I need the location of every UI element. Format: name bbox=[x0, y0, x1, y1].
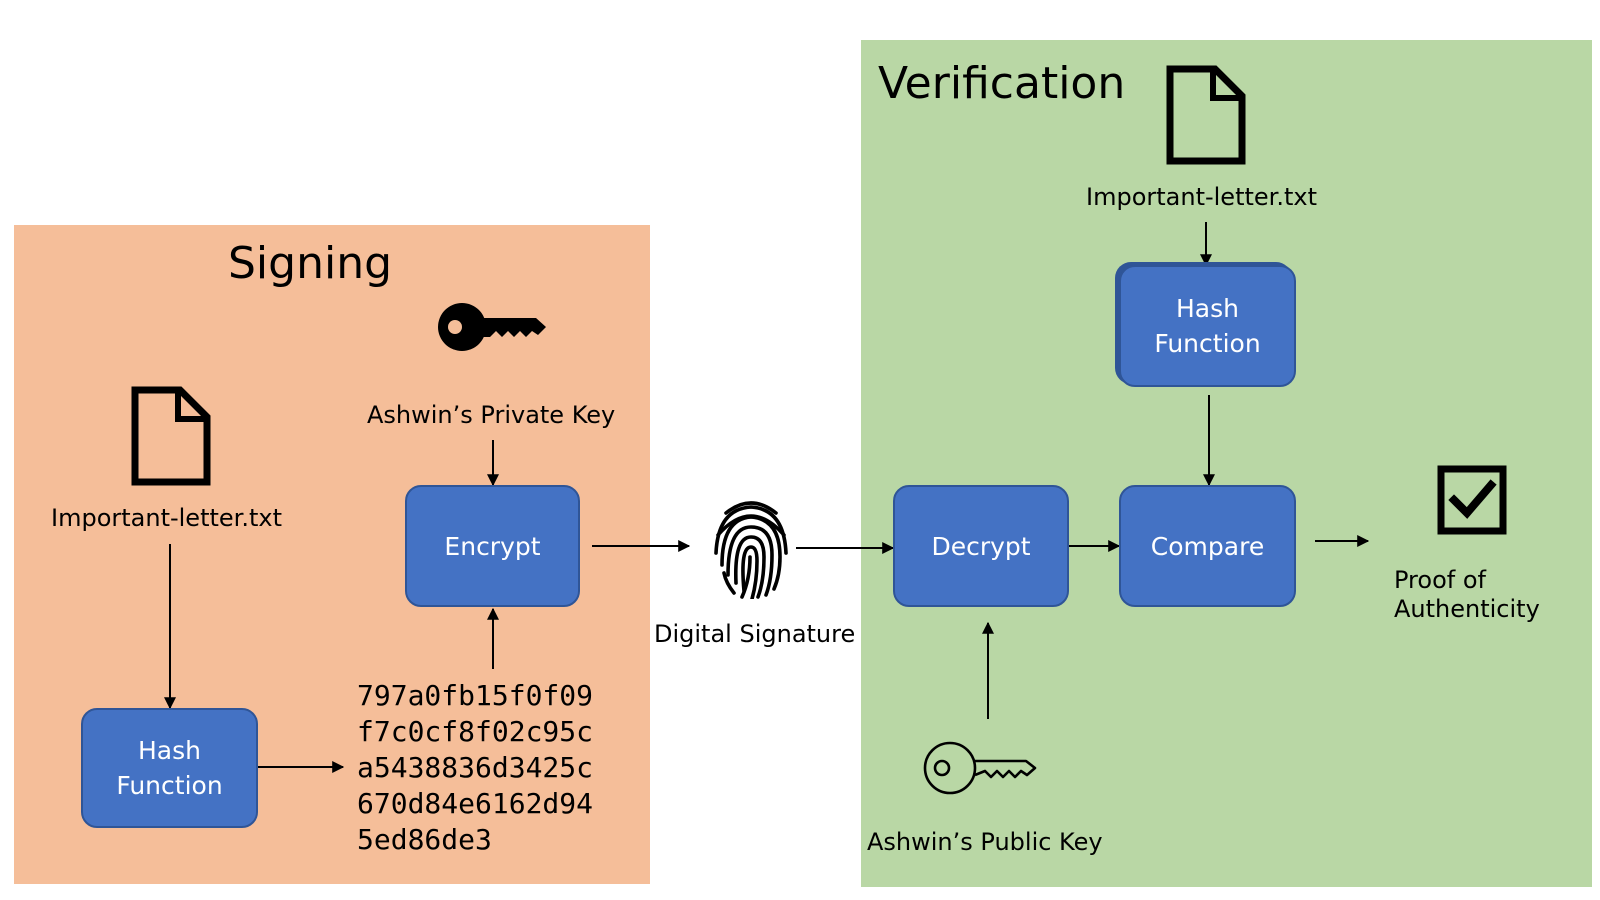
decrypt-label: Decrypt bbox=[931, 531, 1031, 561]
key-outline-icon bbox=[923, 741, 1037, 795]
verification-hash-function-box: Hash Function bbox=[1119, 265, 1296, 387]
compare-box: Compare bbox=[1119, 485, 1296, 607]
verification-document-icon bbox=[1166, 65, 1246, 165]
encrypt-box: Encrypt bbox=[405, 485, 580, 607]
verification-panel bbox=[861, 40, 1592, 887]
signing-hash-function-label: Hash Function bbox=[116, 736, 223, 800]
hash-value: 797a0fb15f0f09 f7c0cf8f02c95c a5438836d3… bbox=[357, 679, 594, 856]
public-key-label: Ashwin’s Public Key bbox=[867, 828, 1103, 856]
verification-title: Verification bbox=[878, 58, 1126, 109]
checkbox-checked-icon bbox=[1437, 465, 1507, 535]
private-key-label: Ashwin’s Private Key bbox=[367, 401, 616, 429]
digital-signature-label: Digital Signature bbox=[654, 620, 856, 648]
verification-hash-function-label: Hash Function bbox=[1154, 294, 1261, 358]
fingerprint-icon bbox=[714, 501, 788, 599]
document-icon bbox=[131, 386, 211, 486]
compare-label: Compare bbox=[1150, 531, 1265, 561]
key-icon bbox=[438, 303, 546, 351]
signing-hash-function-box: Hash Function bbox=[81, 708, 258, 828]
decrypt-box: Decrypt bbox=[893, 485, 1069, 607]
signing-file-label: Important-letter.txt bbox=[51, 504, 282, 532]
verification-file-label: Important-letter.txt bbox=[1086, 183, 1317, 211]
proof-of-authenticity-label: Proof of Authenticity bbox=[1394, 566, 1540, 623]
encrypt-label: Encrypt bbox=[444, 531, 541, 561]
signing-title: Signing bbox=[228, 238, 393, 289]
